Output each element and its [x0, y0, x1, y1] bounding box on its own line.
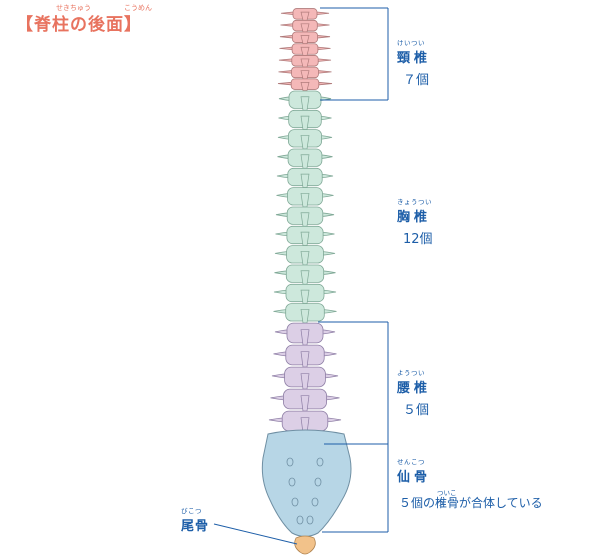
- label-thoracic-name: 胸椎: [397, 210, 432, 225]
- sacrum-note-mid: 椎骨: [435, 496, 460, 510]
- sacrum-note-mid-wrap: ついこつ椎骨: [435, 489, 460, 510]
- thoracic-vertebra: [278, 90, 332, 111]
- coccyx-leader-line: [213, 523, 298, 545]
- label-coccyx-name: 尾骨: [181, 519, 210, 534]
- sacral-foramen: [288, 477, 296, 487]
- sacrum-shape: [261, 429, 352, 537]
- cervical-vertebra: [279, 31, 331, 45]
- cervical-vertebra: [280, 19, 330, 33]
- sacrum-note-ruby: ついこつ: [437, 489, 457, 507]
- title-ruby-koumen: こうめん: [124, 4, 152, 12]
- thoracic-vertebra: [274, 264, 336, 285]
- lumbar-vertebra: [273, 344, 337, 368]
- thoracic-vertebrae: [273, 90, 337, 324]
- thoracic-vertebra: [275, 225, 335, 246]
- sacral-foramen: [314, 477, 322, 487]
- cervical-vertebra: [279, 43, 331, 56]
- cervical-vertebra: [277, 78, 333, 91]
- sacrum-note: ５個のついこつ椎骨が合体している: [399, 489, 543, 511]
- label-lumbar-count: ５個: [403, 403, 430, 418]
- thoracic-vertebra: [276, 167, 334, 188]
- label-coccyx: びこつ 尾骨: [181, 505, 209, 534]
- thoracic-vertebra: [278, 109, 332, 130]
- cervical-vertebra: [278, 66, 332, 80]
- label-lumbar: ようつい 腰椎 ５個: [397, 367, 431, 418]
- sacral-foramen: [291, 497, 299, 507]
- title-ruby-sekichu: せきちゅう: [56, 4, 91, 12]
- thoracic-vertebra: [277, 129, 333, 150]
- coccyx-shape: [294, 535, 316, 555]
- cervical-vertebra: [280, 8, 330, 21]
- label-sacrum: せんこつ 仙骨: [397, 456, 431, 485]
- cervical-vertebrae: [277, 8, 333, 91]
- sacrum-note-suffix: が合体している: [459, 496, 543, 510]
- page-title: 【脊柱の後面】: [16, 10, 142, 35]
- label-cervical: けいつい 頸椎 ７個: [397, 37, 431, 88]
- thoracic-vertebra: [276, 187, 334, 208]
- sacral-foramen: [306, 515, 314, 525]
- thoracic-vertebra: [273, 283, 337, 304]
- label-sacrum-name: 仙骨: [397, 470, 432, 485]
- thoracic-vertebra: [275, 206, 335, 227]
- label-coccyx-kana: びこつ: [181, 507, 202, 515]
- sacrum-note-prefix: ５個の: [399, 496, 436, 510]
- sacral-foramen: [286, 457, 294, 467]
- cervical-vertebra: [278, 55, 332, 68]
- thoracic-vertebra: [273, 303, 337, 324]
- label-lumbar-name: 腰椎: [397, 381, 432, 396]
- sacral-foramen: [311, 497, 319, 507]
- label-thoracic: きょうつい 胸椎 12個: [397, 196, 433, 247]
- lumbar-vertebra: [270, 388, 340, 412]
- thoracic-vertebra: [277, 148, 333, 169]
- lumbar-vertebra: [271, 366, 339, 390]
- label-cervical-count: ７個: [403, 73, 430, 88]
- lumbar-vertebra: [274, 322, 336, 346]
- sacral-foramen: [296, 515, 304, 525]
- label-cervical-kana: けいつい: [397, 39, 425, 47]
- label-sacrum-kana: せんこつ: [397, 458, 425, 466]
- label-thoracic-kana: きょうつい: [397, 198, 432, 206]
- sacral-foramen: [316, 457, 324, 467]
- label-lumbar-kana: ようつい: [397, 369, 425, 377]
- thoracic-vertebra: [274, 245, 336, 266]
- label-thoracic-count: 12個: [403, 232, 433, 247]
- label-cervical-name: 頸椎: [397, 51, 432, 66]
- page-title-text: 【脊柱の後面】: [16, 15, 142, 35]
- lumbar-vertebrae: [268, 322, 342, 434]
